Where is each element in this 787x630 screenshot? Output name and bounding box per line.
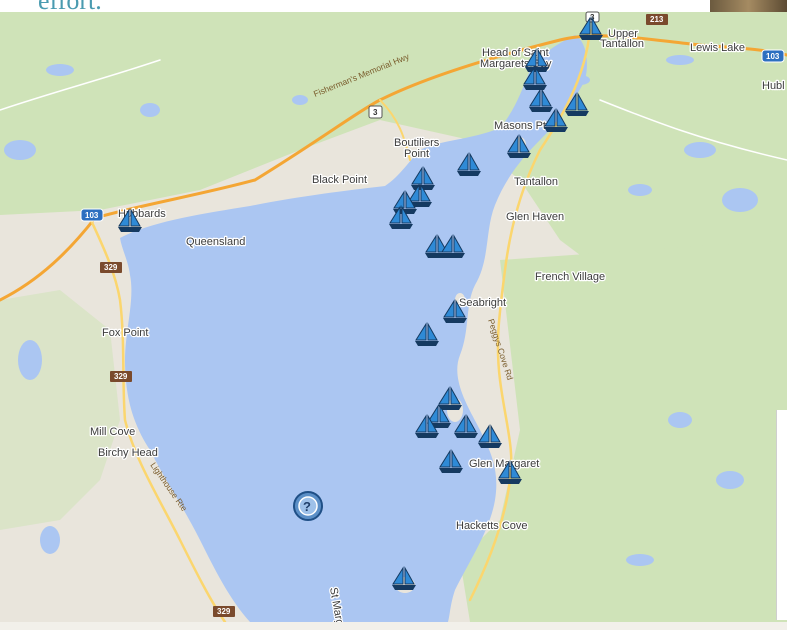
svg-text:?: ? xyxy=(303,499,311,514)
sailboat-icon[interactable] xyxy=(454,414,478,438)
shield-329-b: 329 xyxy=(110,371,132,382)
shield-3-center: 3 xyxy=(368,105,383,119)
label-hubley: Hubl xyxy=(762,80,785,92)
label-french-village: French Village xyxy=(535,271,605,283)
sailboat-icon[interactable] xyxy=(544,108,568,132)
sailboat-markers[interactable] xyxy=(118,16,603,590)
label-fox-point: Fox Point xyxy=(102,327,148,339)
sailboat-icon[interactable] xyxy=(441,234,465,258)
side-info-panel xyxy=(776,410,787,620)
label-birchy-head: Birchy Head xyxy=(98,447,158,459)
shield-103-left: 103 xyxy=(80,208,104,222)
bottom-strip xyxy=(0,622,787,630)
sailboat-icon[interactable] xyxy=(579,16,603,40)
label-glen-haven: Glen Haven xyxy=(506,211,564,223)
label-mill-cove: Mill Cove xyxy=(90,426,135,438)
sailboat-icon[interactable] xyxy=(392,566,416,590)
sailboat-icon[interactable] xyxy=(389,205,413,229)
svg-text:329: 329 xyxy=(114,372,128,381)
sailboat-icon[interactable] xyxy=(507,134,531,158)
shield-103-right: 103 xyxy=(761,49,785,63)
label-black-point: Black Point xyxy=(312,174,367,186)
sailboat-icon[interactable] xyxy=(415,414,439,438)
forest-areas xyxy=(0,12,787,622)
sailboat-icon[interactable] xyxy=(478,424,502,448)
route-shields: 103 103 213 3 3 329 329 329 xyxy=(80,11,785,617)
sailboat-icon[interactable] xyxy=(498,460,522,484)
label-upper-2: Tantallon xyxy=(600,38,644,50)
svg-text:103: 103 xyxy=(85,211,99,220)
sailboat-icon[interactable] xyxy=(438,386,462,410)
sailboat-icon[interactable] xyxy=(439,449,463,473)
sailboat-icon[interactable] xyxy=(523,66,547,90)
label-tantallon: Tantallon xyxy=(514,176,558,188)
svg-text:103: 103 xyxy=(766,52,780,61)
st-margarets-bay-water xyxy=(120,35,587,622)
svg-text:329: 329 xyxy=(217,607,231,616)
label-boutiliers-1: Boutiliers xyxy=(394,137,440,149)
sailboat-icon[interactable] xyxy=(529,88,553,112)
sailboat-icon[interactable] xyxy=(457,152,481,176)
label-hacketts-cove: Hacketts Cove xyxy=(456,520,528,532)
sailboat-icon[interactable] xyxy=(565,92,589,116)
label-seabright: Seabright xyxy=(459,297,506,309)
sailboat-icon[interactable] xyxy=(118,208,142,232)
svg-text:3: 3 xyxy=(373,108,378,117)
place-labels: Upper Tantallon Lewis Lake Hubl Head of … xyxy=(89,27,786,630)
label-masons: Masons Pt xyxy=(494,120,546,132)
inland-lakes xyxy=(4,55,758,566)
shield-329-c: 329 xyxy=(213,606,235,617)
sailboat-icon[interactable] xyxy=(443,299,467,323)
label-queensland: Queensland xyxy=(186,236,245,248)
label-glen-margaret: Glen Margaret xyxy=(469,458,539,470)
sailboat-icon[interactable] xyxy=(415,322,439,346)
svg-text:329: 329 xyxy=(104,263,118,272)
label-lewis-lake: Lewis Lake xyxy=(690,42,745,54)
label-boutiliers-2: Point xyxy=(404,148,429,160)
caption-text: effort. xyxy=(38,0,102,12)
question-marker-icon[interactable]: ? xyxy=(293,491,323,521)
svg-text:3: 3 xyxy=(590,13,595,22)
header-photo xyxy=(710,0,787,12)
label-upper-1: Upper xyxy=(608,28,638,40)
shield-329-a: 329 xyxy=(100,262,122,273)
shield-213: 213 xyxy=(646,14,668,25)
svg-text:213: 213 xyxy=(650,15,664,24)
